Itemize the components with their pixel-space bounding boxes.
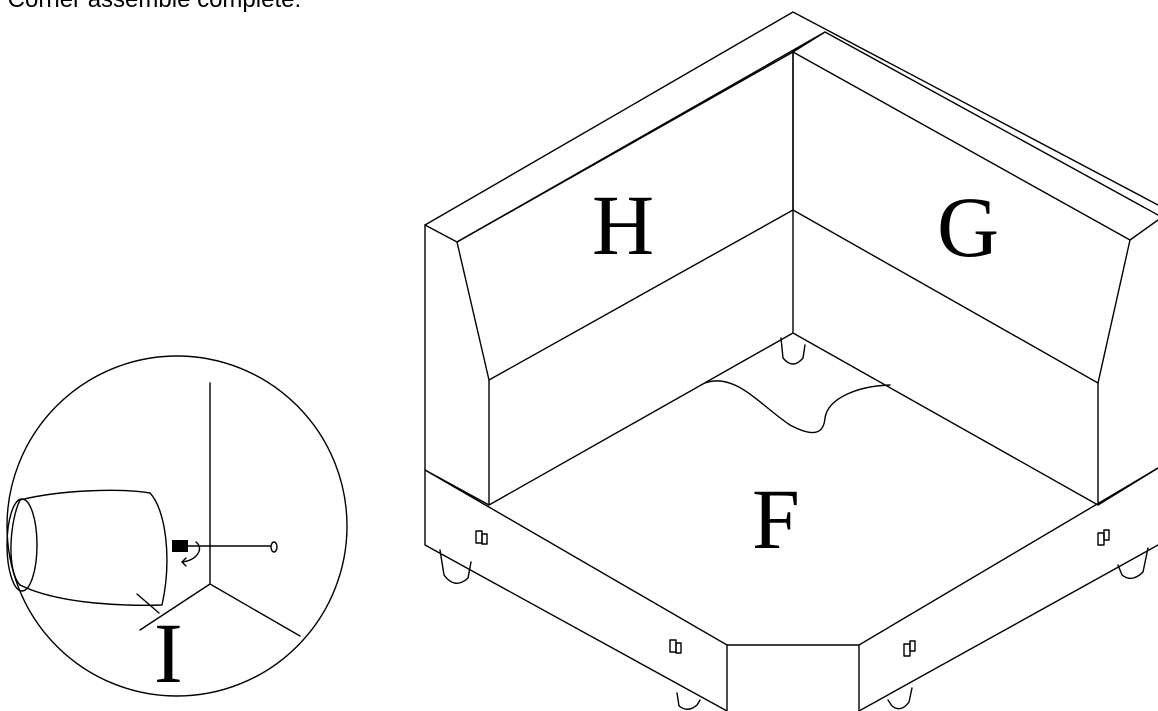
corner-sofa-drawing: H G F (424, 11, 1158, 711)
step-caption: l: Corner assemble complete. (0, 0, 301, 12)
foot-body (19, 489, 168, 606)
part-label-h: H (592, 177, 654, 273)
front-right-foot (887, 687, 913, 710)
backrest-top-left-edge (424, 11, 1158, 226)
seat-front-left (424, 467, 1158, 646)
backrest-top-cap-right (1129, 219, 1158, 241)
part-label-f: F (752, 471, 800, 567)
front-left-foot (676, 692, 701, 710)
label-leader-line (136, 593, 160, 614)
lower-back-right (792, 332, 1099, 506)
threaded-bolt (172, 540, 188, 552)
base-left-face (424, 469, 728, 711)
bolt-arrow-head (181, 557, 187, 567)
detail-panel-diagonal (139, 583, 211, 631)
cushion-seam (704, 380, 891, 434)
lower-back-left (488, 332, 794, 506)
right-foot (1117, 547, 1149, 580)
bolt-arrow (181, 541, 201, 563)
part-label-i: I (154, 605, 183, 701)
panel-g-outline (792, 51, 1131, 384)
left-outer-side (424, 224, 490, 506)
connector-bracket-2 (669, 639, 682, 654)
connector-bracket-3 (903, 640, 916, 657)
foot-detail-callout: I (6, 355, 348, 701)
mounting-hole (270, 541, 278, 553)
connector-bracket-4 (1097, 529, 1110, 546)
base-right-face (858, 544, 1158, 711)
back-foot (780, 337, 806, 365)
backrest-inner-right-edge (824, 31, 1158, 216)
foot-end-ellipse (6, 498, 38, 592)
left-foot (439, 549, 472, 584)
part-label-g: G (937, 179, 999, 275)
backrest-top-cap-left (424, 224, 458, 243)
foot-inner-curve (10, 499, 21, 586)
detail-circle (6, 355, 348, 697)
connector-bracket-1 (475, 530, 488, 545)
detail-panel-vertical (209, 382, 301, 637)
